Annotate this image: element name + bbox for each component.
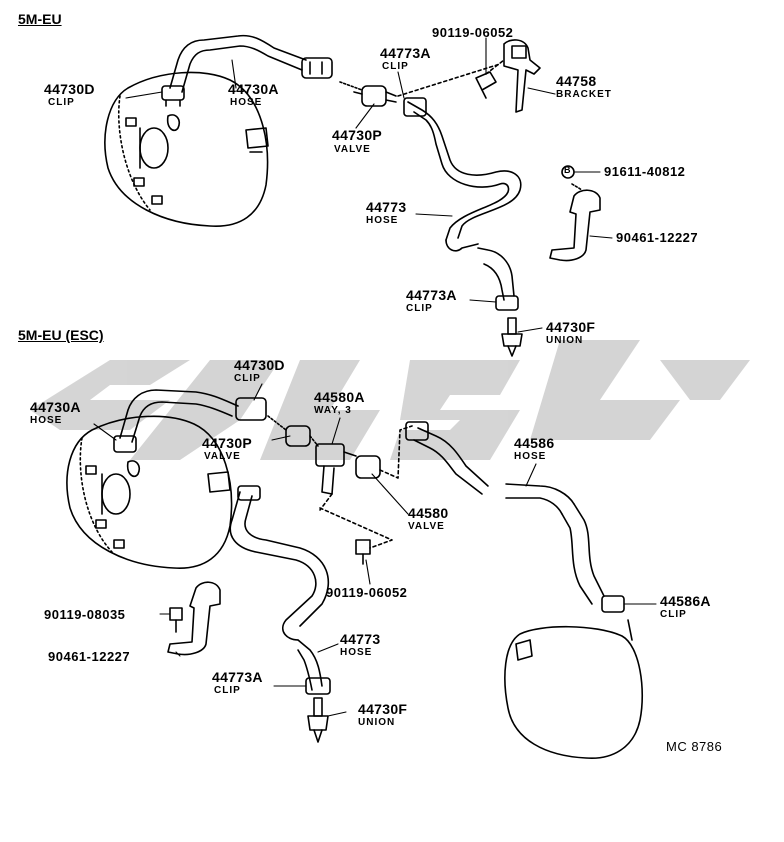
label-bottom-clip-44730d-name: CLIP: [234, 373, 261, 384]
label-top-clip-44773a-lower-name: CLIP: [406, 303, 433, 314]
label-bottom-hose-44586-name: HOSE: [514, 451, 547, 462]
label-bottom-valve-44730p-name: VALVE: [204, 451, 241, 462]
three-way-icon: [315, 443, 357, 495]
label-top-clip-44773a-name: CLIP: [382, 61, 409, 72]
bolt-icon: [475, 71, 497, 99]
label-bottom-valve-44580: 44580: [408, 505, 449, 521]
label-bottom-clip-44773a-name: CLIP: [214, 685, 241, 696]
label-top-bolt-90119: 90119-06052: [432, 25, 514, 40]
label-bottom-way-44580a-name: WAY, 3: [314, 405, 352, 416]
label-top-clip-44773a: 44773A: [380, 45, 431, 61]
hose-clip-icon: [495, 295, 519, 311]
bracket-icon: [503, 39, 541, 113]
label-bottom-clip-44773a: 44773A: [212, 669, 263, 685]
check-valve-icon: [355, 455, 381, 479]
label-bottom-clip-44730d: 44730D: [234, 357, 285, 373]
label-bottom-union-44730f: 44730F: [358, 701, 408, 717]
label-bottom-bolt-90119: 90119-06052: [326, 585, 408, 600]
union-fitting-icon: [501, 317, 523, 357]
label-top-clip-44730d: 44730D: [44, 81, 95, 97]
label-bottom-hose-44730a: 44730A: [30, 399, 81, 415]
label-top-hose-44730a: 44730A: [228, 81, 279, 97]
label-top-bracket-44758-name: BRACKET: [556, 89, 612, 100]
hose-44586: [405, 421, 605, 605]
label-top-union-44730f: 44730F: [546, 319, 596, 335]
hose-clip-icon: [403, 97, 427, 117]
label-bottom-hose-44586: 44586: [514, 435, 555, 451]
watermark-logo: [30, 340, 750, 460]
bottom-assembly: [66, 383, 657, 759]
bolt-icon: [169, 539, 371, 633]
label-bottom-hose-44730a-name: HOSE: [30, 415, 63, 426]
section-title-top: 5M-EU: [18, 11, 62, 27]
label-bottom-hose-44773: 44773: [340, 631, 381, 647]
label-top-bracket-90461: 90461-12227: [616, 230, 699, 245]
hose-clip-icon: [113, 397, 267, 453]
label-bottom-valve-44730p: 44730P: [202, 435, 253, 451]
bracket-icon: [167, 581, 221, 656]
label-top-valve-44730p: 44730P: [332, 127, 383, 143]
label-bottom-way-44580a: 44580A: [314, 389, 365, 405]
label-top-valve-44730p-name: VALVE: [334, 144, 371, 155]
label-bottom-clip-44586a-name: CLIP: [660, 609, 687, 620]
hose-44773: [229, 485, 330, 691]
hose-44773: [407, 101, 522, 301]
brake-booster-icon: [66, 415, 233, 569]
hose-44730a: [119, 389, 239, 443]
brake-booster-icon: [104, 71, 269, 227]
top-assembly: [104, 34, 613, 357]
diagram-code: MC 8786: [666, 739, 723, 754]
label-bottom-bolt-90119-08035: 90119-08035: [44, 607, 126, 622]
brake-booster-icon: [504, 619, 643, 759]
label-bottom-valve-44580-name: VALVE: [408, 521, 445, 532]
label-bottom-union-44730f-name: UNION: [358, 717, 396, 728]
label-top-clip-44730d-name: CLIP: [48, 97, 75, 108]
label-top-hose-44773: 44773: [366, 199, 407, 215]
label-bottom-clip-44586a: 44586A: [660, 593, 711, 609]
label-top-bracket-44758: 44758: [556, 73, 597, 89]
section-title-bottom: 5M-EU (ESC): [18, 327, 104, 343]
bracket-icon: [549, 189, 601, 262]
hose-44730a: [169, 34, 307, 93]
hose-clip-icon: [301, 57, 333, 79]
label-bottom-hose-44773-name: HOSE: [340, 647, 373, 658]
label-bottom-bracket-90461: 90461-12227: [48, 649, 131, 664]
hose-clip-icon: [601, 595, 625, 613]
label-top-union-44730f-name: UNION: [546, 335, 584, 346]
label-top-hose-44730a-name: HOSE: [230, 97, 263, 108]
hose-clip-icon: [161, 85, 185, 107]
label-top-hose-44773-name: HOSE: [366, 215, 399, 226]
check-valve-icon: [353, 85, 397, 107]
label-top-clip-44773a-lower: 44773A: [406, 287, 457, 303]
marker-b: B: [564, 165, 572, 175]
union-fitting-icon: [307, 697, 329, 743]
label-top-bolt-91611: 91611-40812: [604, 164, 686, 179]
